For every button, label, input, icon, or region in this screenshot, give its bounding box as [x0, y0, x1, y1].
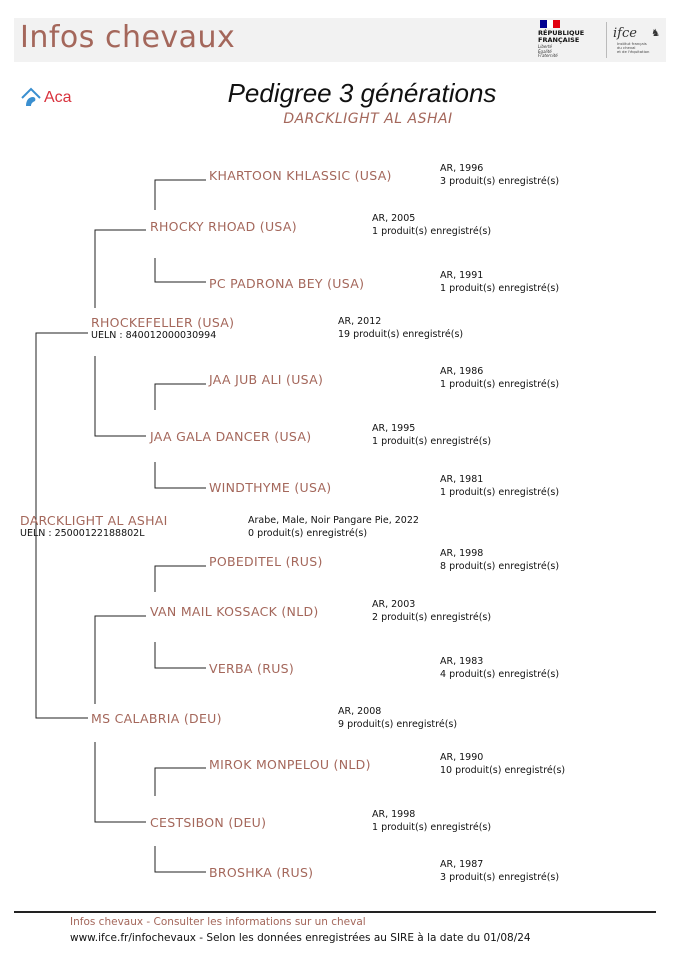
horse-name-dss[interactable]: POBEDITEL (RUS) — [209, 554, 323, 569]
horse-name-ss[interactable]: RHOCKY RHOAD (USA) — [150, 219, 297, 234]
horse-name-ddd[interactable]: BROSHKA (RUS) — [209, 865, 314, 880]
horse-name-dsd[interactable]: VERBA (RUS) — [209, 661, 295, 676]
horse-name-sd[interactable]: JAA GALA DANCER (USA) — [150, 429, 312, 444]
line-root-dam — [35, 514, 88, 719]
republique-francaise-logo: RÉPUBLIQUE FRANÇAISE Liberté Égalité Fra… — [522, 20, 602, 60]
ifce-subtitle: Institut français du cheval et de l'équi… — [617, 41, 650, 55]
line-ds-dss — [154, 565, 206, 592]
horse-name-sdd[interactable]: WINDTHYME (USA) — [209, 480, 332, 495]
horse-name-sire[interactable]: RHOCKEFELLER (USA) — [91, 315, 235, 330]
line-ds-dsd — [154, 642, 206, 669]
line-sd-sds — [154, 383, 206, 410]
header-band: Infos chevaux RÉPUBLIQUE FRANÇAISE Liber… — [14, 18, 666, 62]
line-dd-dds — [154, 767, 206, 796]
app-title: Infos chevaux — [20, 20, 236, 55]
rf-motto: Liberté Égalité Fraternité — [538, 44, 558, 58]
footer-divider — [14, 911, 656, 913]
line-dam-ds — [94, 615, 146, 704]
aca-text: Aca — [44, 89, 72, 106]
horse-name-ds[interactable]: VAN MAIL KOSSACK (NLD) — [150, 604, 319, 619]
ifce-logo: ifce ♞ Institut français du cheval et de… — [606, 22, 667, 58]
line-dd-ddd — [154, 846, 206, 873]
ueln-root: UELN : 25000122188802L — [20, 528, 145, 539]
line-sd-sdd — [154, 462, 206, 489]
line-root-sire — [35, 332, 88, 514]
page-subtitle: DARCKLIGHT AL ASHAI — [283, 111, 453, 127]
ueln-sire: UELN : 840012000030994 — [91, 330, 217, 341]
footer-line-2[interactable]: www.ifce.fr/infochevaux - Selon les donn… — [70, 932, 531, 944]
french-flag-icon — [540, 20, 561, 28]
horse-name-ssd[interactable]: PC PADRONA BEY (USA) — [209, 276, 365, 291]
horse-name-dd[interactable]: CESTSIBON (DEU) — [150, 815, 267, 830]
rf-name: RÉPUBLIQUE FRANÇAISE — [538, 29, 585, 44]
horse-name-sds[interactable]: JAA JUB ALI (USA) — [209, 372, 324, 387]
page-title: Pedigree 3 générations — [227, 78, 497, 108]
horse-name-dds[interactable]: MIROK MONPELOU (NLD) — [209, 757, 371, 772]
line-sire-ss — [94, 229, 146, 308]
line-sire-sd — [94, 356, 146, 437]
horse-name-dam[interactable]: MS CALABRIA (DEU) — [91, 711, 222, 726]
footer-line-1: Infos chevaux - Consulter les informatio… — [70, 916, 366, 928]
aca-logo: Aca — [20, 86, 90, 112]
line-ss-sss — [154, 179, 206, 210]
horse-name-sss[interactable]: KHARTOON KHLASSIC (USA) — [209, 168, 392, 183]
line-dam-dd — [94, 742, 146, 823]
ifce-wordmark: ifce — [613, 26, 637, 41]
line-ss-ssd — [154, 258, 206, 283]
horse-name-root[interactable]: DARCKLIGHT AL ASHAI — [20, 513, 168, 528]
horse-rider-icon: ♞ — [651, 28, 660, 39]
aca-horse-icon — [21, 87, 41, 106]
